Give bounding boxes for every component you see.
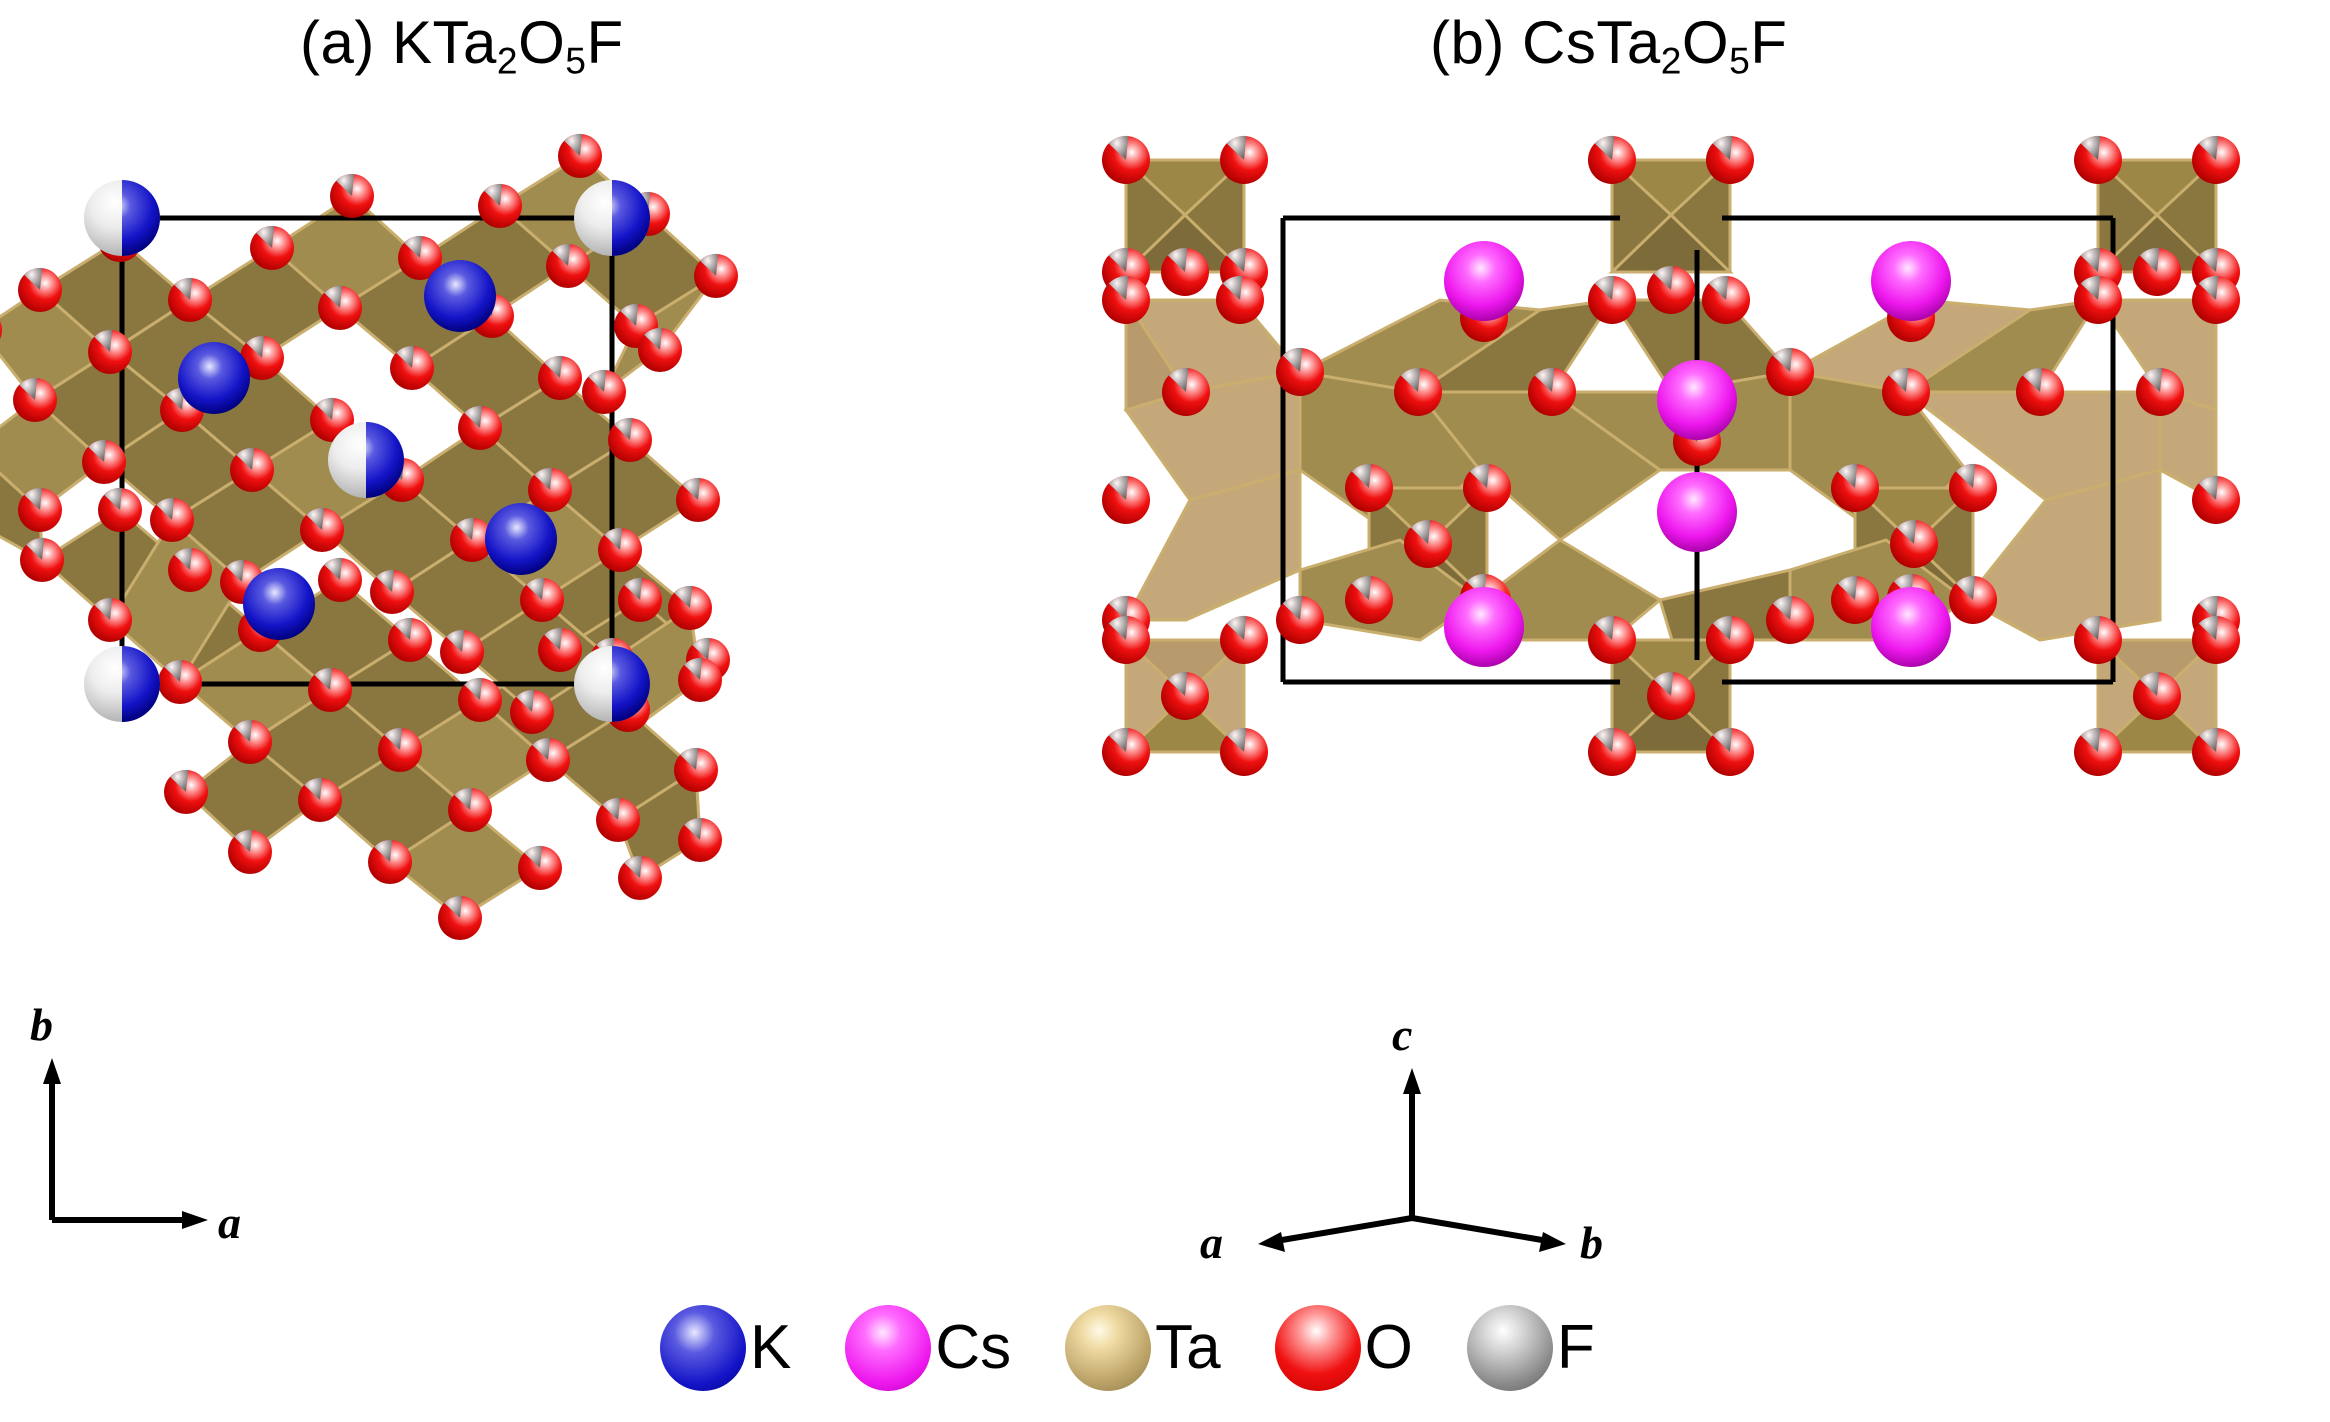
panel-a-octahedra	[0, 154, 719, 920]
fluorine-sphere	[1466, 1305, 1553, 1391]
potassium-sphere	[660, 1305, 746, 1391]
k-site-split	[574, 180, 650, 256]
axis-label-c: c	[1392, 1009, 1412, 1060]
caesium-sphere	[845, 1305, 932, 1391]
octahedron	[1608, 158, 1734, 274]
oxygen-sphere	[1274, 1305, 1361, 1391]
legend-label-ta: Ta	[1155, 1313, 1221, 1382]
k-site	[485, 503, 557, 575]
octahedron	[2094, 158, 2220, 274]
panel-b-title: (b) CsTa2O5F	[1430, 9, 1788, 82]
k-site	[243, 568, 315, 640]
element-legend: K Cs Ta O F	[660, 1288, 1740, 1408]
cs-site	[1444, 241, 1524, 321]
legend-item-f: F	[1466, 1305, 1595, 1391]
tantalum-sphere	[1065, 1305, 1152, 1391]
k-site-split	[84, 646, 160, 722]
panel-b-octahedra	[1122, 158, 2220, 754]
k-site	[178, 342, 250, 414]
octahedron	[1122, 158, 1248, 274]
cs-site	[1657, 472, 1737, 552]
panel-a-k-cations	[84, 180, 650, 722]
octahedron	[0, 398, 107, 512]
cs-site	[1444, 587, 1524, 667]
axis-label-a: a	[218, 1197, 241, 1248]
octahedron	[1122, 638, 1248, 754]
panel-b-cs-cations	[1444, 241, 1951, 667]
k-site	[424, 260, 496, 332]
panel-a-title: (a) KTa2O5F	[300, 9, 624, 82]
axis-label-b: b	[1580, 1217, 1603, 1268]
k-site-split	[84, 180, 160, 256]
cs-site	[1871, 241, 1951, 321]
legend-label-cs: Cs	[935, 1313, 1012, 1382]
octahedron	[1123, 468, 1302, 622]
panel-a-structure: b a	[0, 133, 738, 1248]
k-site-split	[574, 646, 650, 722]
axis-label-b: b	[30, 999, 53, 1050]
panel-b-structure: c a b	[1102, 135, 2240, 1268]
legend-item-cs: Cs	[845, 1305, 1011, 1391]
cs-site	[1871, 587, 1951, 667]
cs-site	[1657, 360, 1737, 440]
legend-label-f: F	[1556, 1313, 1595, 1382]
legend-label-o: O	[1364, 1313, 1413, 1382]
legend-item-k: K	[660, 1305, 791, 1391]
k-site-split	[328, 422, 404, 498]
panel-b-axis-indicator: c a b	[1200, 1009, 1603, 1268]
panel-a-axis-indicator: b a	[30, 999, 241, 1248]
legend-item-ta: Ta	[1065, 1305, 1221, 1391]
legend-item-o: O	[1274, 1305, 1413, 1391]
structure-canvas: b a	[0, 133, 2240, 1268]
legend-label-k: K	[750, 1313, 792, 1382]
axis-label-a: a	[1200, 1217, 1223, 1268]
